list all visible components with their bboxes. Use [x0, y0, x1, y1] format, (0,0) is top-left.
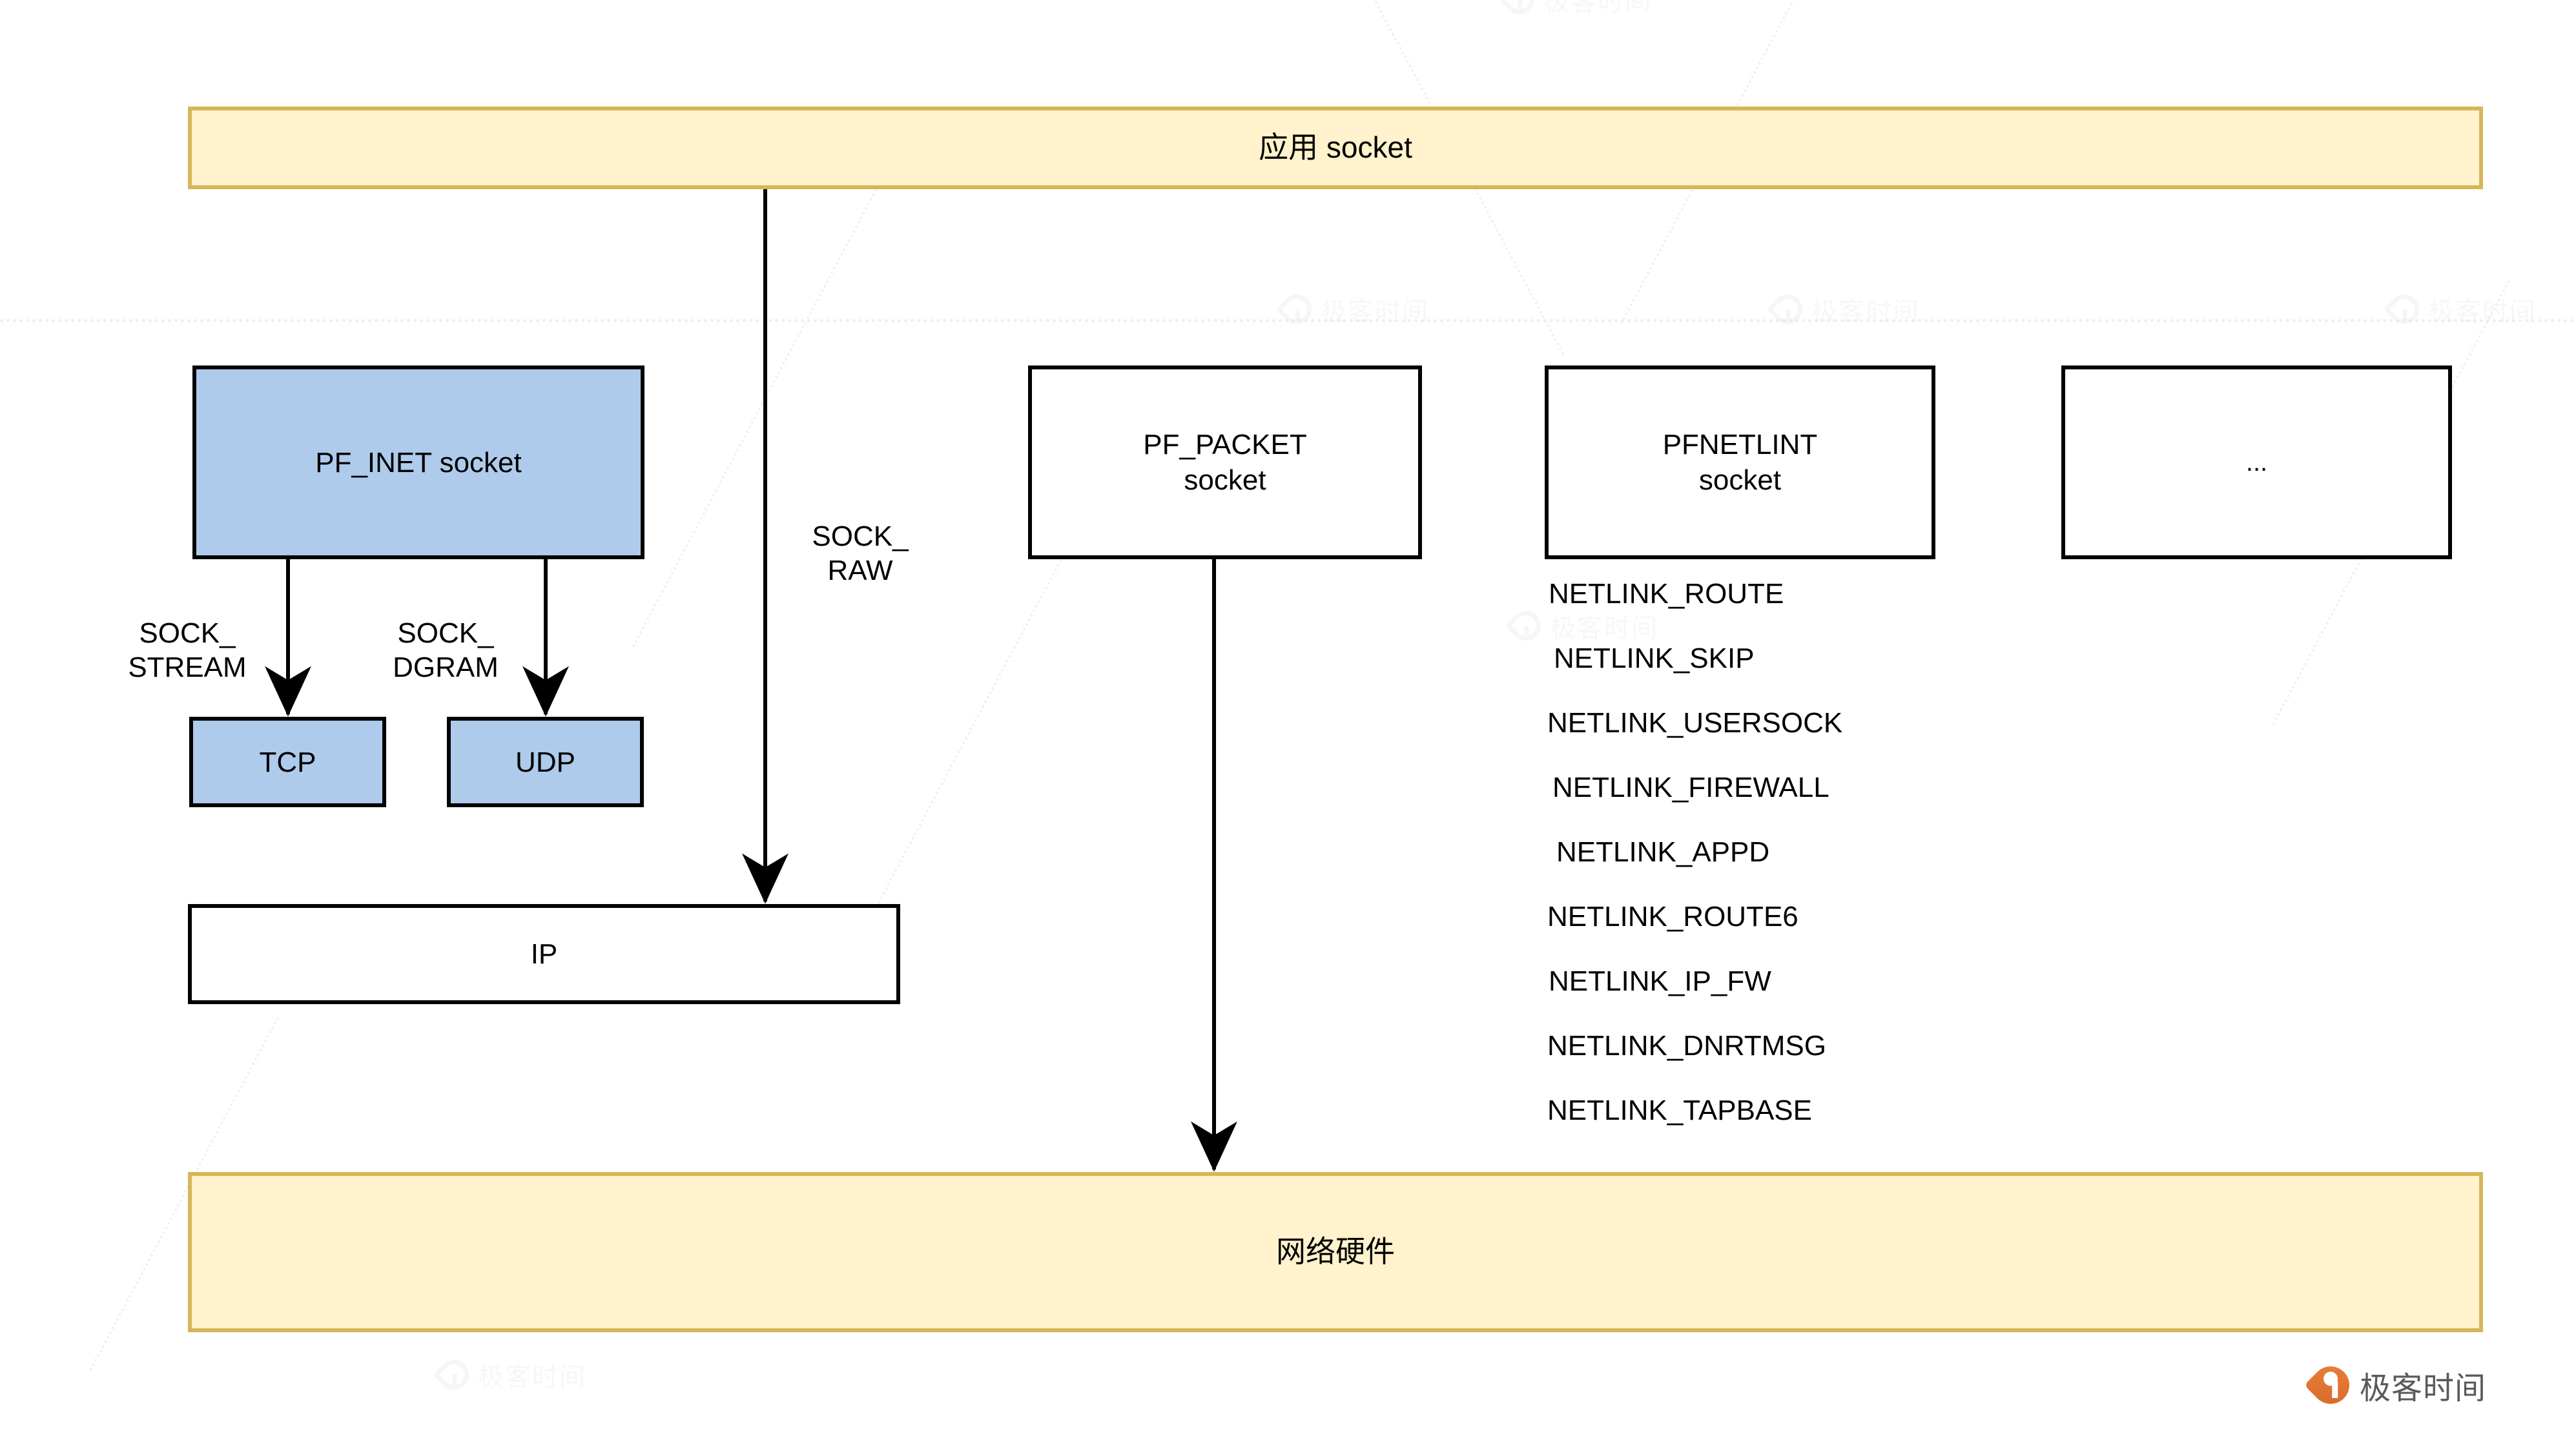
list-item: NETLINK_DNRTMSG [1545, 1014, 2035, 1078]
node-app-socket[interactable]: 应用 socket [188, 107, 2483, 189]
node-pf-packet-socket-label: PF_PACKET socket [1143, 429, 1307, 496]
node-ellipsis-label: ... [2245, 448, 2268, 477]
edge-label-sock-raw: SOCK_ RAW [770, 484, 951, 588]
node-udp-label: UDP [515, 746, 575, 778]
netlink-item-label: NETLINK_TAPBASE [1547, 1095, 1812, 1126]
brand-watermark: 极客时间 [2303, 1358, 2487, 1412]
edge-label-sock-dgram-text: SOCK_ DGRAM [393, 617, 499, 684]
node-pf-packet-socket[interactable]: PF_PACKET socket [1028, 365, 1422, 559]
node-ip-label: IP [530, 938, 558, 970]
netlink-item-label: NETLINK_ROUTE6 [1547, 901, 1798, 932]
node-app-socket-label: 应用 socket [1259, 130, 1412, 165]
netlink-item-label: NETLINK_SKIP [1554, 643, 1755, 674]
node-udp[interactable]: UDP [447, 717, 644, 807]
node-pfnetlint-socket[interactable]: PFNETLINT socket [1545, 365, 1935, 559]
list-item: NETLINK_ROUTE [1545, 562, 2035, 626]
list-item: NETLINK_IP_FW [1545, 949, 2035, 1014]
node-pf-inet-socket[interactable]: PF_INET socket [192, 365, 644, 559]
list-item: NETLINK_ROUTE6 [1545, 885, 2035, 949]
netlink-item-label: NETLINK_USERSOCK [1547, 707, 1843, 739]
list-item: NETLINK_SKIP [1545, 626, 2035, 691]
node-tcp[interactable]: TCP [189, 717, 386, 807]
edge-label-sock-dgram: SOCK_ DGRAM [349, 581, 542, 685]
netlink-item-label: NETLINK_APPD [1556, 836, 1770, 868]
edge-label-sock-raw-text: SOCK_ RAW [812, 520, 909, 587]
brand-pin-icon [2303, 1358, 2358, 1412]
list-item: NETLINK_APPD [1545, 820, 2035, 885]
node-ellipsis[interactable]: ... [2061, 365, 2452, 559]
node-network-hardware-label: 网络硬件 [1276, 1235, 1395, 1269]
list-item: NETLINK_TAPBASE [1545, 1078, 2035, 1143]
edge-label-sock-stream: SOCK_ STREAM [90, 581, 284, 685]
node-pf-inet-socket-label: PF_INET socket [315, 446, 522, 479]
list-item: NETLINK_FIREWALL [1545, 756, 2035, 820]
node-network-hardware[interactable]: 网络硬件 [188, 1172, 2483, 1332]
node-pfnetlint-socket-label: PFNETLINT socket [1662, 429, 1818, 496]
netlink-protocol-list: NETLINK_ROUTE NETLINK_SKIP NETLINK_USERS… [1545, 562, 2035, 1143]
list-item: NETLINK_USERSOCK [1545, 691, 2035, 756]
edge-label-sock-stream-text: SOCK_ STREAM [128, 617, 247, 684]
netlink-item-label: NETLINK_IP_FW [1549, 965, 1771, 997]
netlink-item-label: NETLINK_FIREWALL [1552, 772, 1829, 803]
netlink-item-label: NETLINK_ROUTE [1549, 578, 1784, 610]
netlink-item-label: NETLINK_DNRTMSG [1547, 1030, 1826, 1062]
node-ip[interactable]: IP [188, 904, 900, 1004]
node-tcp-label: TCP [259, 746, 316, 778]
brand-label: 极客时间 [2360, 1370, 2487, 1406]
